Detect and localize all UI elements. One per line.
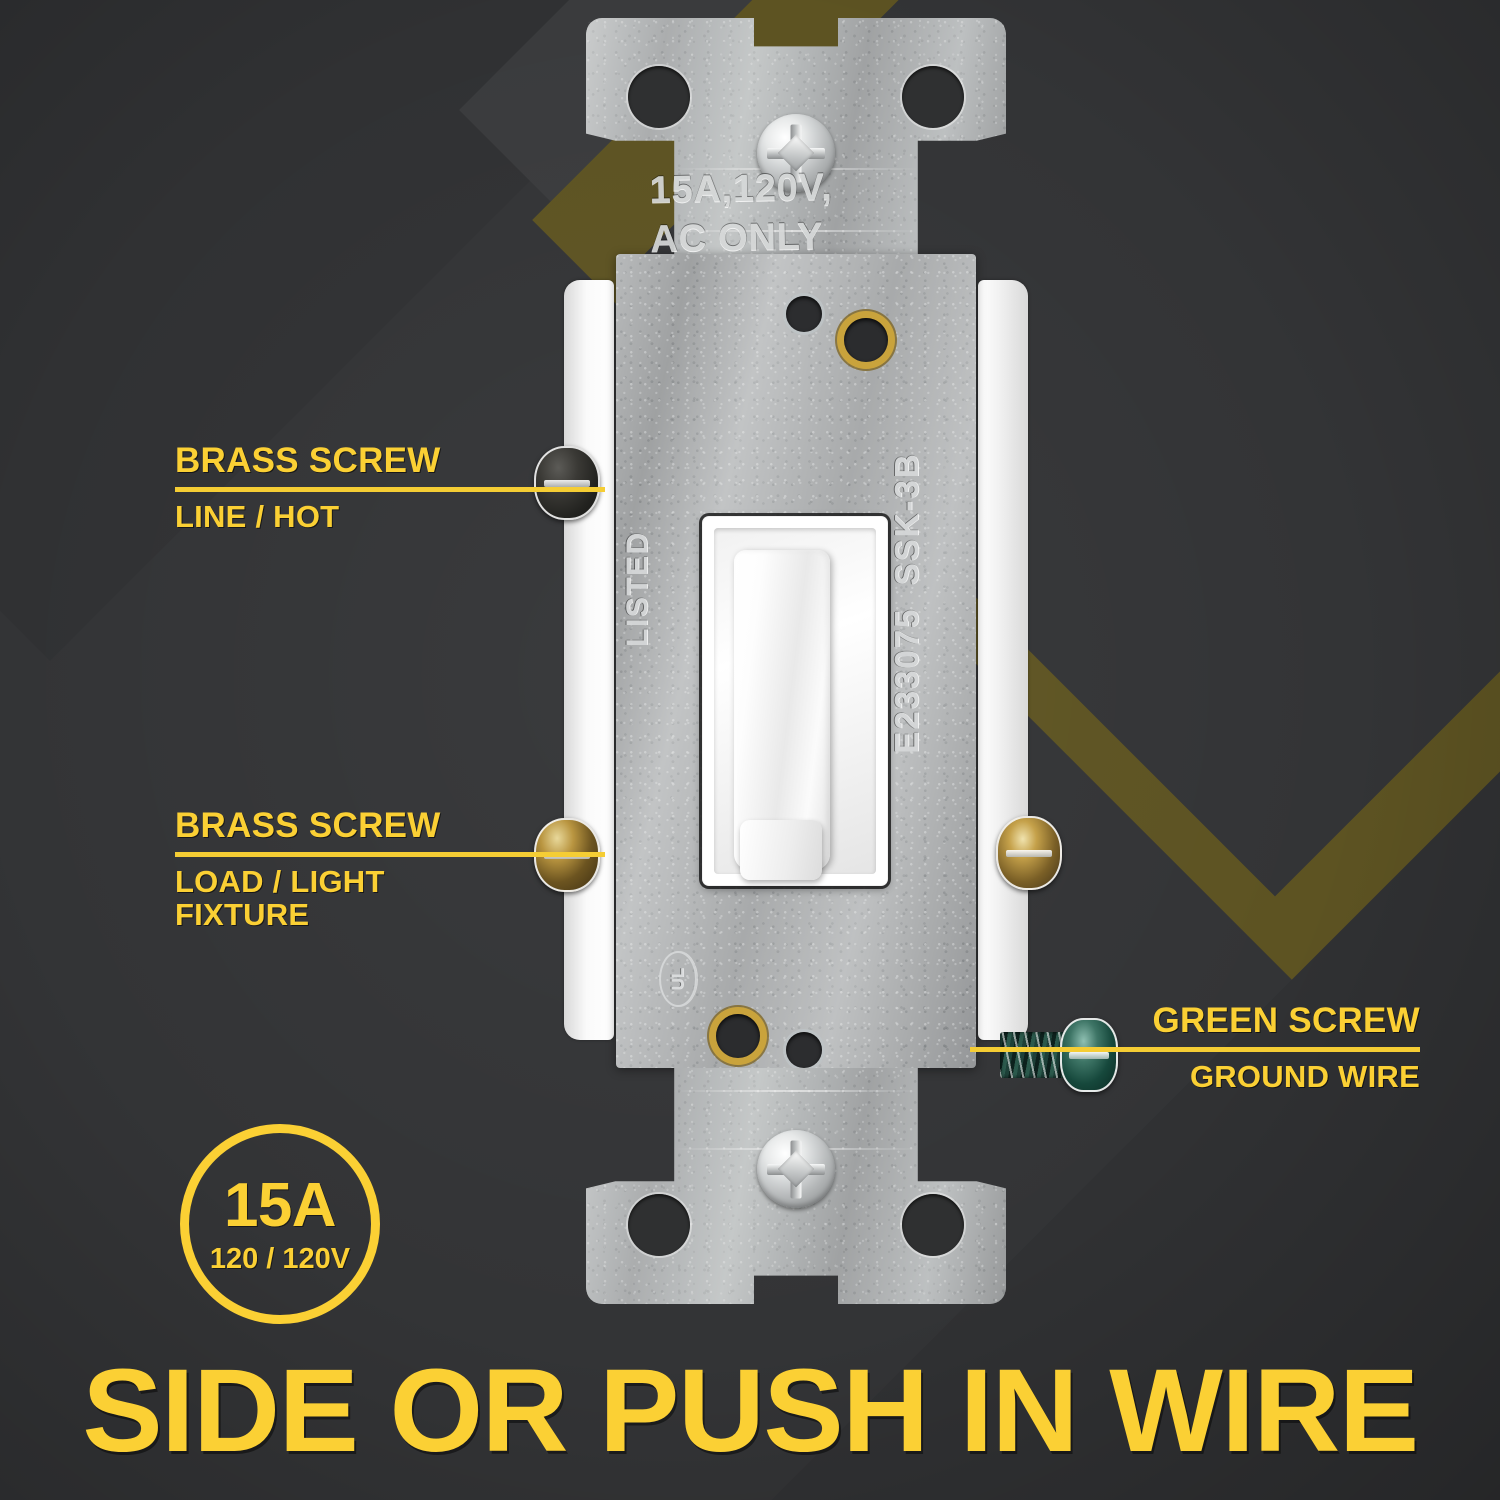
ground-screw-head (1060, 1018, 1118, 1092)
toggle-lever[interactable] (734, 550, 830, 880)
callout-brass-screw-line-hot: BRASS SCREW LINE / HOT (175, 443, 605, 534)
brass-wire-hole-bottom (716, 1014, 760, 1058)
callout-leader-line (970, 1047, 1420, 1052)
ul-listed-icon: UL (659, 951, 697, 1007)
mounting-hole-top-right (902, 66, 964, 128)
brass-terminal-screw-right (996, 816, 1062, 890)
strap-ridge-top-2 (674, 230, 918, 232)
push-in-wire-hole-top (786, 296, 822, 332)
headline: SIDE OR PUSH IN WIRE (82, 1345, 1419, 1477)
green-ground-screw (1000, 1018, 1118, 1092)
push-in-wire-hole-bottom (786, 1032, 822, 1068)
switch-side-rail-left (564, 280, 614, 1040)
toggle-frame (702, 516, 888, 886)
mounting-strap-top (586, 18, 1006, 254)
screw-head (996, 816, 1062, 890)
amperage-badge: 15A 120 / 120V (180, 1124, 380, 1324)
switch-body: 15A,120V,AC ONLY E233075 SSK-3B LISTED U… (616, 166, 976, 1246)
marking-listed: LISTED (621, 531, 654, 647)
toggle-switch-product: 15A,120V,AC ONLY E233075 SSK-3B LISTED U… (534, 18, 1118, 1304)
mounting-strap-bottom (586, 1068, 1006, 1304)
callout-brass-screw-load-fixture: BRASS SCREW LOAD / LIGHT FIXTURE (175, 808, 605, 932)
strap-ridge-bottom (674, 1090, 918, 1092)
callout-title: BRASS SCREW (175, 441, 441, 480)
callout-leader-line (175, 852, 605, 857)
brass-wire-hole-top (844, 318, 888, 362)
screw-head (534, 446, 600, 520)
toggle-well (714, 528, 876, 880)
callout-green-screw-ground: GREEN SCREW GROUND WIRE (970, 1003, 1420, 1094)
callout-title: BRASS SCREW (175, 806, 441, 845)
callout-subtitle: LINE / HOT (175, 499, 340, 534)
screw-slot-icon (544, 479, 590, 487)
screw-slot-icon (1069, 1051, 1109, 1059)
screw-slot-icon (1006, 849, 1052, 857)
marking-file-number: E233075 SSK-3B (888, 452, 925, 754)
callout-leader-line (175, 487, 605, 492)
amperage-value: 15A (224, 1170, 337, 1240)
callout-subtitle: LOAD / LIGHT FIXTURE (175, 864, 385, 932)
mounting-hole-bottom-left (628, 1194, 690, 1256)
brass-terminal-screw-line-hot (534, 446, 600, 520)
strap-mounting-screw-top (757, 114, 835, 192)
switch-side-rail-right (978, 280, 1028, 1040)
mounting-hole-bottom-right (902, 1194, 964, 1256)
voltage-value: 120 / 120V (209, 1242, 351, 1275)
strap-mounting-screw-bottom (757, 1130, 835, 1208)
ground-screw-threaded-shaft (1000, 1032, 1066, 1078)
callout-subtitle: GROUND WIRE (1189, 1059, 1420, 1094)
callout-title: GREEN SCREW (1152, 1001, 1420, 1040)
mounting-hole-top-left (628, 66, 690, 128)
